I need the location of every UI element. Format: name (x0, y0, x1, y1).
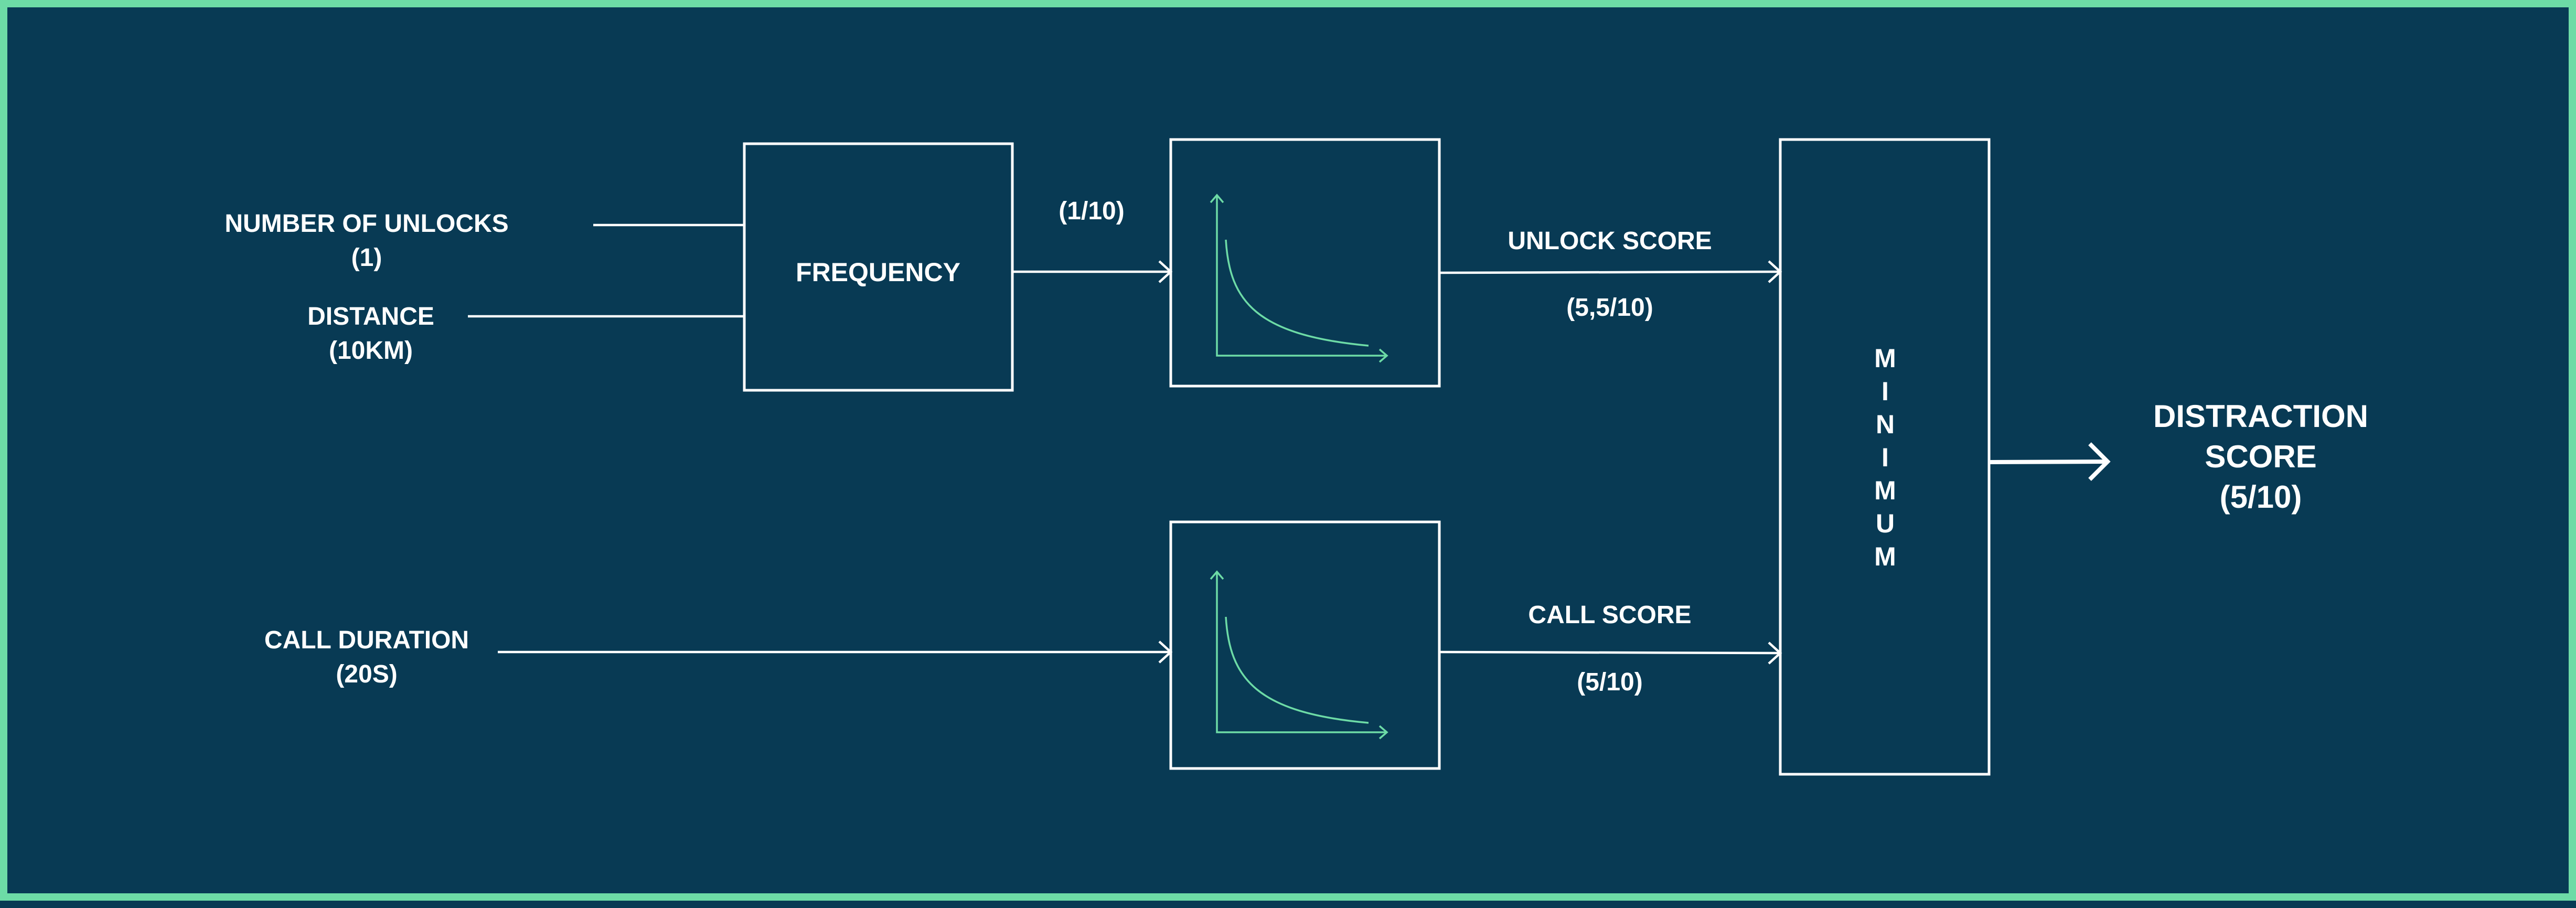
input-unlocks-label: NUMBER OF UNLOCKS (225, 210, 508, 238)
output-title-line2: SCORE (2205, 439, 2316, 474)
unlock-score-value: (5,5/10) (1566, 294, 1653, 322)
minimum-letter: M (1874, 476, 1896, 505)
minimum-block (1779, 138, 1991, 776)
minimum-letter: M (1874, 542, 1896, 571)
output-value: (5/10) (2220, 479, 2302, 515)
input-call-duration-value: (20S) (336, 660, 397, 688)
call-curve-block (1169, 520, 1441, 770)
frequency-out-value: (1/10) (1059, 197, 1124, 225)
unlock-score-label: UNLOCK SCORE (1508, 227, 1712, 255)
frequency-block-label: FREQUENCY (796, 258, 960, 287)
input-distance-value: (10KM) (329, 337, 413, 365)
input-call-duration-label: CALL DURATION (264, 626, 469, 654)
wire-call-score (1439, 650, 1781, 655)
minimum-letter: I (1882, 443, 1889, 472)
input-unlocks-value: (1) (351, 244, 382, 272)
unlock-curve-block (1169, 138, 1441, 388)
minimum-block-label: M I N I M U M (1874, 344, 1896, 571)
output-title-line1: DISTRACTION (2153, 399, 2368, 434)
input-distance-label: DISTANCE (307, 303, 434, 330)
frequency-block (743, 142, 1014, 392)
minimum-letter: I (1882, 377, 1889, 406)
minimum-letter: N (1876, 410, 1895, 439)
pipeline-diagram: NUMBER OF UNLOCKS (1) DISTANCE (10KM) CA… (225, 138, 2368, 776)
call-score-value: (5/10) (1577, 668, 1642, 696)
decay-curve-icon (1210, 194, 1388, 363)
minimum-letter: M (1874, 344, 1896, 373)
wire-unlock-score (1439, 270, 1781, 274)
call-score-label: CALL SCORE (1528, 601, 1691, 629)
arrowhead-output (2088, 442, 2111, 481)
decay-curve-icon (1210, 570, 1388, 740)
minimum-letter: U (1876, 509, 1895, 538)
